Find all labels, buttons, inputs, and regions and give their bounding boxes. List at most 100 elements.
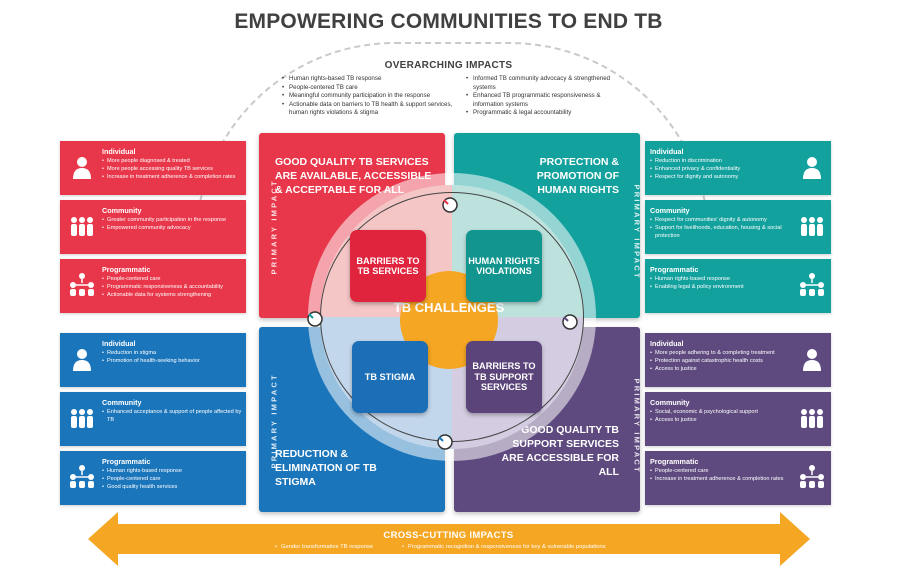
card-individual: Individual More people adhering to & com… (645, 333, 831, 387)
card-item: People-centered care (102, 476, 242, 484)
group-icon (71, 409, 93, 428)
card-title: Individual (650, 339, 684, 348)
card-item: Support for livelihoods, education, hous… (650, 225, 795, 241)
card-item: Human rights-based response (102, 468, 242, 476)
card-title: Individual (102, 339, 136, 348)
card-item: Increase in treatment adherence & comple… (102, 174, 242, 182)
card-community: Community Social, economic & psychologic… (645, 392, 831, 446)
cross-cutting-item-1: Gender transformative TB response (275, 544, 373, 550)
overarching-left-list: Human rights-based TB response People-ce… (282, 75, 460, 118)
overarching-item: Meaningful community participation in th… (282, 92, 460, 101)
challenge-barriers-support: BARRIERS TO TB SUPPORT SERVICES (466, 341, 542, 413)
person-icon (73, 349, 91, 371)
card-item: Enabling legal & policy environment (650, 284, 795, 292)
overarching-item: Informed TB community advocacy & strengt… (466, 75, 626, 92)
card-list: Enhanced acceptance & support of people … (102, 409, 242, 425)
card-community: Community Greater community participatio… (60, 200, 246, 254)
card-title: Programmatic (102, 265, 151, 274)
card-individual: Individual More people diagnosed & treat… (60, 141, 246, 195)
quadrant-stigma-text: REDUCTION & ELIMINATION OF TB STIGMA (275, 448, 377, 488)
network-icon (70, 273, 94, 296)
card-item: Respect for communities' dignity & auton… (650, 217, 795, 225)
card-item: More people accessing quality TB service… (102, 166, 242, 174)
overarching-right-list: Informed TB community advocacy & strengt… (466, 75, 626, 118)
card-item: Protection against catastrophic health c… (650, 358, 795, 366)
card-item: Reduction in discrimination (650, 158, 795, 166)
overarching-item: Human rights-based TB response (282, 75, 460, 84)
card-title: Community (650, 398, 690, 407)
card-list: More people diagnosed & treated More peo… (102, 158, 242, 181)
cycle-marker-icon (307, 311, 323, 327)
card-title: Community (102, 398, 142, 407)
card-title: Individual (650, 147, 684, 156)
card-item: Enhanced acceptance & support of people … (102, 409, 242, 425)
card-list: Human rights-based response Enabling leg… (650, 276, 795, 292)
network-icon (70, 465, 94, 488)
cycle-marker-icon (437, 434, 453, 450)
card-item: People-centered care (102, 276, 242, 284)
card-list: Reduction in discrimination Enhanced pri… (650, 158, 795, 181)
overarching-item: Enhanced TB programmatic responsiveness … (466, 92, 626, 109)
cross-cutting-item-2: Programmatic recognition & responsivenes… (402, 544, 606, 550)
card-item: Human rights-based response (650, 276, 795, 284)
card-list: Human rights-based response People-cente… (102, 468, 242, 491)
card-item: Social, economic & psychological support (650, 409, 795, 417)
card-item: Increase in treatment adherence & comple… (650, 476, 795, 484)
card-list: Reduction in stigma Promotion of health-… (102, 350, 242, 366)
challenge-human-rights-violations: HUMAN RIGHTS VIOLATIONS (466, 230, 542, 302)
card-item: Access to justice (650, 417, 795, 425)
card-item: Greater community participation in the r… (102, 217, 242, 225)
network-icon (800, 273, 824, 296)
card-programmatic: Programmatic People-centered care Increa… (645, 451, 831, 505)
group-icon (801, 409, 823, 428)
cross-cutting-arrow (88, 512, 810, 566)
card-item: More people adhering to & completing tre… (650, 350, 795, 358)
card-list: People-centered care Increase in treatme… (650, 468, 795, 484)
card-individual: Individual Reduction in discrimination E… (645, 141, 831, 195)
center-label: TB CHALLENGES (393, 300, 505, 315)
cycle-marker-icon (562, 314, 578, 330)
card-title: Community (102, 206, 142, 215)
card-item: Respect for dignity and autonomy (650, 174, 795, 182)
card-item: More people diagnosed & treated (102, 158, 242, 166)
card-title: Programmatic (650, 265, 699, 274)
card-title: Programmatic (102, 457, 151, 466)
card-list: Social, economic & psychological support… (650, 409, 795, 425)
card-item: Access to justice (650, 366, 795, 374)
overarching-item: People-centered TB care (282, 84, 460, 93)
cross-cutting-item: Programmatic recognition & responsivenes… (402, 544, 606, 550)
card-item: Promotion of health-seeking behavior (102, 358, 242, 366)
card-list: Greater community participation in the r… (102, 217, 242, 233)
challenge-tb-stigma: TB STIGMA (352, 341, 428, 413)
primary-impact-label: PRIMARY IMPACT (269, 179, 279, 275)
card-community: Community Respect for communities' digni… (645, 200, 831, 254)
card-title: Community (650, 206, 690, 215)
quadrant-support-services-text: GOOD QUALITY TB SUPPORT SERVICES ARE ACC… (501, 424, 619, 478)
card-item: Empowered community advocacy (102, 225, 242, 233)
card-programmatic: Programmatic People-centered care Progra… (60, 259, 246, 313)
network-icon (800, 465, 824, 488)
primary-impact-label: PRIMARY IMPACT (269, 373, 279, 469)
overarching-item: Actionable data on barriers to TB health… (282, 101, 460, 118)
quadrant-services-text: GOOD QUALITY TB SERVICES ARE AVAILABLE, … (275, 156, 432, 196)
card-list: Respect for communities' dignity & auton… (650, 217, 795, 240)
card-community: Community Enhanced acceptance & support … (60, 392, 246, 446)
card-item: Actionable data for systems strengthenin… (102, 292, 242, 300)
cross-cutting-item: Gender transformative TB response (275, 544, 373, 550)
cycle-marker-icon (442, 197, 458, 213)
overarching-title: OVERARCHING IMPACTS (384, 60, 513, 71)
person-icon (803, 349, 821, 371)
card-item: Reduction in stigma (102, 350, 242, 358)
quadrant-human-rights-text: PROTECTION & PROMOTION OF HUMAN RIGHTS (536, 156, 619, 196)
group-icon (71, 217, 93, 236)
card-item: Programmatic responsiveness & accountabi… (102, 284, 242, 292)
page-title: EMPOWERING COMMUNITIES TO END TB (234, 10, 663, 33)
card-individual: Individual Reduction in stigma Promotion… (60, 333, 246, 387)
card-item: People-centered care (650, 468, 795, 476)
card-title: Individual (102, 147, 136, 156)
primary-impact-label: PRIMARY IMPACT (632, 378, 642, 474)
person-icon (803, 157, 821, 179)
overarching-item: Programmatic & legal accountability (466, 109, 626, 118)
card-programmatic: Programmatic Human rights-based response… (60, 451, 246, 505)
person-icon (73, 157, 91, 179)
